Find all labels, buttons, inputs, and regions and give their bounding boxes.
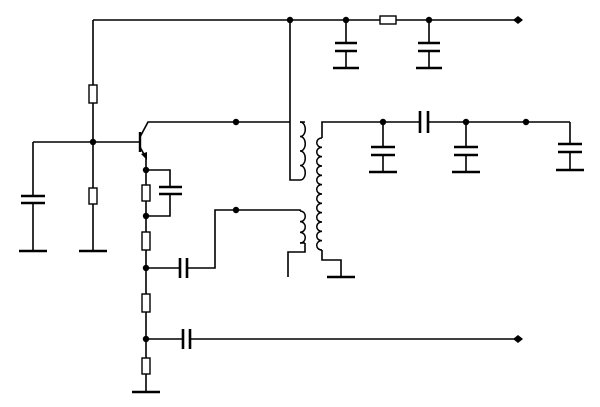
output-cap xyxy=(181,329,192,349)
emitter-resistor-2 xyxy=(141,231,151,251)
emitter-resistor-3 xyxy=(141,293,151,313)
rail-series-resistor xyxy=(379,15,397,25)
feedback-coil-lead xyxy=(287,243,306,260)
emitter-chain xyxy=(132,158,182,394)
bias-resistor-bottom xyxy=(88,187,98,205)
primary-coil xyxy=(299,121,306,181)
bias-resistor-top xyxy=(88,84,98,104)
feedback-coil xyxy=(299,210,306,244)
terminal-group xyxy=(513,16,523,343)
junction-dot xyxy=(342,16,350,24)
junction-dot xyxy=(425,16,433,24)
filter-cap-1 xyxy=(371,145,395,157)
junction-dot xyxy=(232,118,240,126)
junction-dot xyxy=(286,16,294,24)
junction-dot xyxy=(462,118,470,126)
transistor xyxy=(138,121,305,160)
base-input-cap xyxy=(21,194,45,205)
terminal-node xyxy=(513,16,523,24)
coil-group xyxy=(287,121,323,260)
secondary-filter xyxy=(321,111,584,279)
series-filter-cap xyxy=(418,111,430,133)
junction-dot xyxy=(142,264,150,272)
junction-dot xyxy=(89,138,97,146)
emitter-bypass-cap xyxy=(159,185,182,196)
junction-dot xyxy=(379,118,387,126)
filter-cap-3 xyxy=(558,142,582,154)
feedback-coupling xyxy=(146,209,305,278)
junction-dot xyxy=(142,335,150,343)
feedback-cap xyxy=(178,258,189,278)
filter-cap-2 xyxy=(454,145,478,157)
junction-dot xyxy=(142,166,150,174)
emitter-resistor-4 xyxy=(141,357,151,375)
junction-dot xyxy=(142,212,150,220)
junction-group xyxy=(89,16,530,343)
top-rail xyxy=(88,15,518,181)
emitter-resistor-1 xyxy=(141,184,151,202)
secondary-coil xyxy=(316,137,323,251)
junction-dot xyxy=(232,206,240,214)
output-tap xyxy=(146,329,518,349)
terminal-node xyxy=(513,335,523,343)
junction-dot xyxy=(522,118,530,126)
base-bias-network xyxy=(19,141,140,253)
rail-cap-2 xyxy=(418,41,440,53)
rail-cap-1 xyxy=(335,41,357,53)
